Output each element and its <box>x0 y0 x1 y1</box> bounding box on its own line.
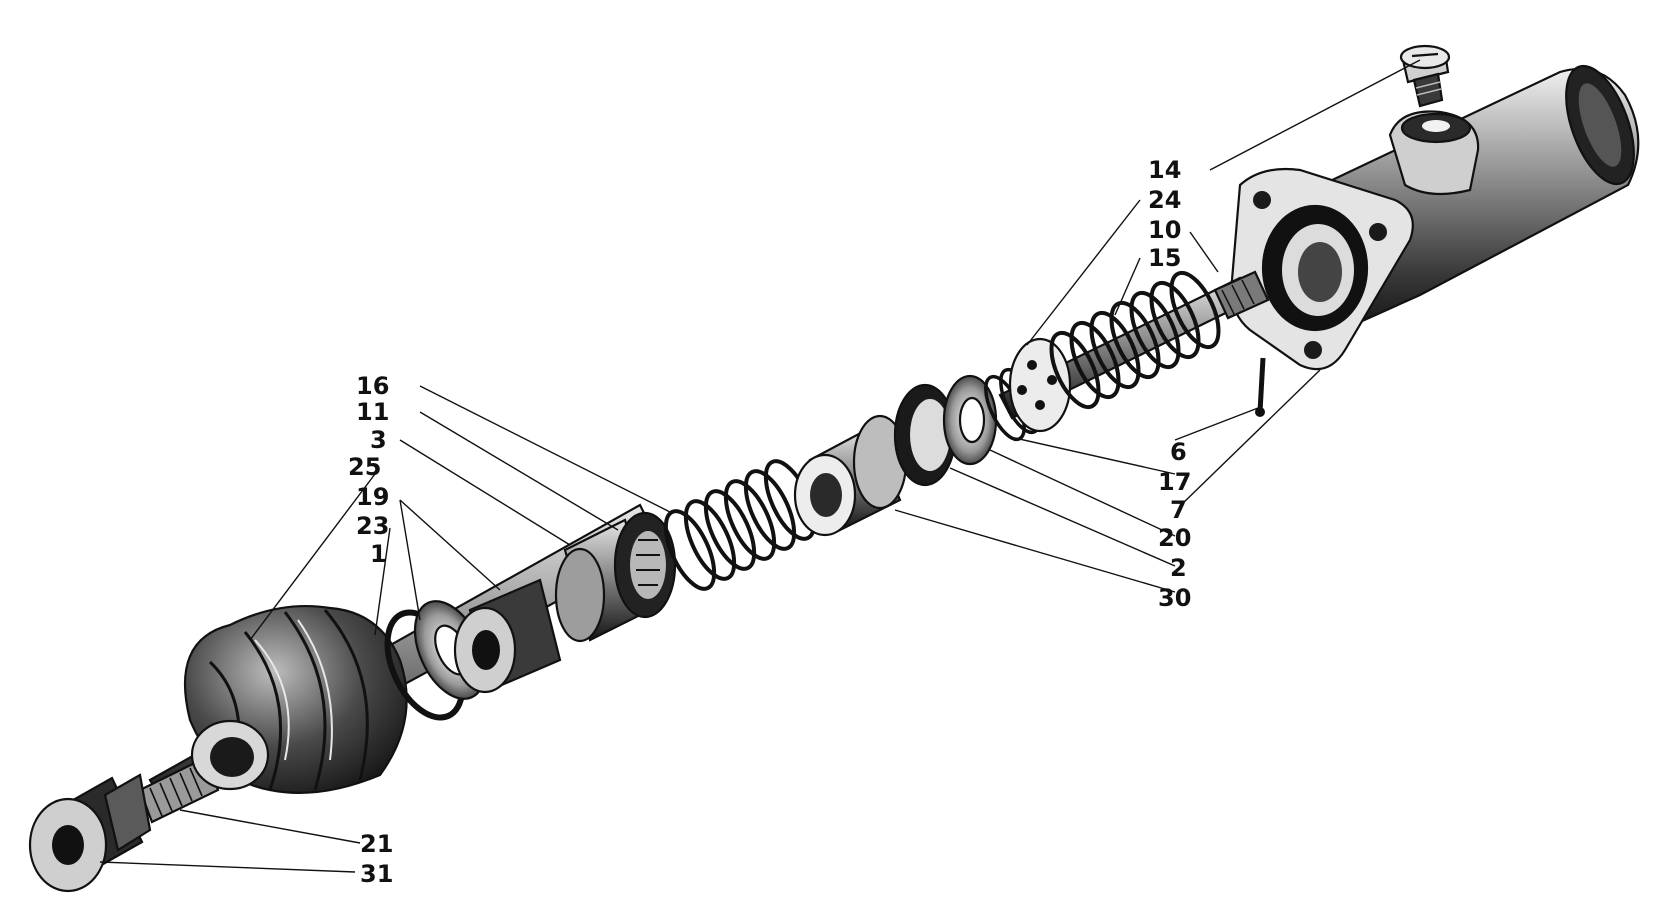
callout-19: 19 <box>356 483 389 511</box>
callout-30: 30 <box>1158 584 1191 612</box>
bellows-boot-25 <box>183 604 408 794</box>
flange <box>1230 167 1414 371</box>
callout-2: 2 <box>1170 554 1187 582</box>
callout-6: 6 <box>1170 438 1187 466</box>
callout-20: 20 <box>1158 524 1191 552</box>
bushing-23 <box>453 578 562 694</box>
leader-lines <box>99 59 1421 873</box>
callout-labels: 14 24 10 15 16 11 3 25 19 23 1 6 17 7 20… <box>348 156 1191 888</box>
callout-17: 17 <box>1158 468 1191 496</box>
callout-1: 1 <box>370 540 387 568</box>
pin-6 <box>1255 357 1266 417</box>
bearing-11 <box>613 511 677 619</box>
sleeve-30 <box>793 414 908 537</box>
callout-25: 25 <box>348 453 381 481</box>
screw-14 <box>1399 44 1451 108</box>
callout-16: 16 <box>356 372 389 400</box>
callout-31: 31 <box>360 860 393 888</box>
callout-15: 15 <box>1148 244 1181 272</box>
callout-23: 23 <box>356 512 389 540</box>
callout-11: 11 <box>356 398 389 426</box>
callout-24: 24 <box>1148 186 1181 214</box>
spring-15 <box>1049 270 1221 410</box>
callout-14: 14 <box>1148 156 1181 184</box>
callout-21: 21 <box>360 830 393 858</box>
spline-10 <box>1213 270 1270 320</box>
ring-2 <box>893 383 957 487</box>
washer-20 <box>942 374 998 466</box>
callout-10: 10 <box>1148 216 1181 244</box>
nut-31 <box>28 773 152 893</box>
callout-7: 7 <box>1170 496 1187 524</box>
callout-3: 3 <box>370 426 387 454</box>
